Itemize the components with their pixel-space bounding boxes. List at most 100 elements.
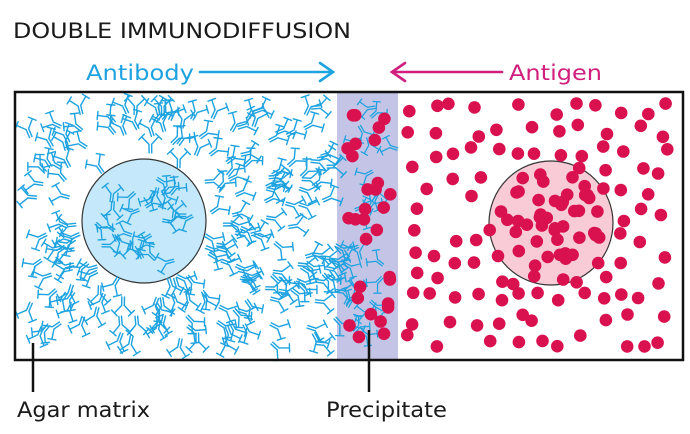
antigen-particle xyxy=(383,273,397,286)
antigen-particle xyxy=(429,126,443,140)
antibody-molecule xyxy=(100,200,124,221)
antibody-molecule xyxy=(185,274,206,296)
antibody-molecule xyxy=(239,270,262,294)
antibody-molecule xyxy=(82,306,107,329)
antigen-particle xyxy=(406,286,420,300)
antigen-particle xyxy=(431,271,444,285)
antigen-particle xyxy=(512,185,525,198)
antibody-molecule xyxy=(300,264,322,285)
antigen-particle xyxy=(553,125,566,138)
antibody-molecule xyxy=(225,144,247,165)
antigen-particle xyxy=(556,273,570,286)
antibody-molecule xyxy=(166,337,190,360)
antibody-molecule xyxy=(125,315,150,337)
antigen-particle xyxy=(377,201,391,214)
antibody-molecule xyxy=(157,188,179,210)
antigen-particle xyxy=(631,291,645,305)
antibody-molecule xyxy=(170,125,191,146)
antibody-molecule xyxy=(154,252,175,275)
antigen-particle xyxy=(589,99,602,112)
antibody-molecule xyxy=(51,121,74,144)
antibody-molecule xyxy=(250,219,272,243)
antigen-particle xyxy=(516,308,529,322)
antigen-particle xyxy=(431,99,444,113)
antibody-molecule xyxy=(246,105,270,128)
antibody-molecule xyxy=(189,134,213,157)
antibody-molecule xyxy=(54,236,77,258)
antigen-particle xyxy=(634,202,648,216)
antibody-label: Antibody xyxy=(86,61,194,85)
antigen-particle xyxy=(661,143,674,156)
antigen-particle xyxy=(467,256,481,269)
antibody-molecule xyxy=(353,302,373,325)
antigen-particle xyxy=(621,308,634,321)
antibody-molecule xyxy=(208,136,230,157)
antigen-particle xyxy=(551,339,564,353)
antibody-molecule xyxy=(198,119,220,140)
antigen-particle xyxy=(596,140,610,153)
antibody-molecules xyxy=(14,92,399,362)
antibody-molecule xyxy=(227,110,250,133)
antigen-particle xyxy=(599,313,613,327)
antigen-particle xyxy=(381,297,395,310)
diagram-title: DOUBLE IMMUNODIFFUSION xyxy=(13,19,351,43)
antigen-particle xyxy=(446,172,460,186)
antigen-particle xyxy=(571,118,585,132)
antibody-molecule xyxy=(328,249,350,274)
antigen-particle xyxy=(572,161,586,175)
antigen-particle xyxy=(472,130,486,143)
antibody-molecule xyxy=(365,276,384,294)
antibody-molecule xyxy=(33,147,54,169)
antibody-molecule xyxy=(51,129,75,151)
antibody-molecule xyxy=(218,301,240,324)
antibody-molecule xyxy=(144,190,165,210)
antibody-molecule xyxy=(84,152,105,174)
antigen-particle xyxy=(472,287,485,301)
antibody-molecule xyxy=(53,239,75,264)
antibody-molecule xyxy=(46,210,69,233)
antigen-particle xyxy=(410,202,424,215)
antigen-particle xyxy=(658,251,672,264)
antibody-molecule xyxy=(226,321,248,343)
antibody-molecule xyxy=(239,222,262,245)
antibody-molecule xyxy=(304,260,326,281)
antigen-particle xyxy=(512,335,526,349)
antigen-particle xyxy=(469,233,483,247)
agar-slab xyxy=(13,90,685,362)
antigen-particle xyxy=(465,189,478,203)
antigen-particle xyxy=(501,213,514,227)
antigen-particle xyxy=(483,223,497,237)
antibody-molecule xyxy=(244,97,266,120)
antibody-molecule xyxy=(76,266,99,289)
antigen-particle xyxy=(548,222,562,235)
antigen-particle xyxy=(516,171,529,185)
antibody-molecule xyxy=(329,253,352,277)
antibody-molecule xyxy=(275,116,297,140)
antibody-molecule xyxy=(136,115,161,138)
antigen-particle xyxy=(641,188,655,201)
antibody-molecule xyxy=(166,293,189,315)
antibody-molecule xyxy=(298,196,321,220)
antigen-particle xyxy=(620,340,634,353)
antibody-molecule xyxy=(228,162,250,185)
antigen-particle xyxy=(597,182,610,195)
antibody-molecule xyxy=(66,129,88,151)
antibody-molecule xyxy=(34,126,56,148)
antigen-particle xyxy=(614,106,628,120)
antibody-molecule xyxy=(25,326,49,348)
antibody-molecule xyxy=(268,164,290,189)
antigen-particle xyxy=(633,235,647,249)
antigen-particle xyxy=(364,307,378,321)
antigen-particle xyxy=(614,183,628,197)
antigen-particle xyxy=(448,291,462,304)
antigen-particle xyxy=(446,147,460,161)
antigen-particle xyxy=(448,256,462,270)
antibody-molecule xyxy=(365,248,385,267)
antibody-molecule xyxy=(27,153,47,174)
antibody-molecule xyxy=(204,232,226,253)
antigen-particle xyxy=(591,256,605,270)
antigen-particle xyxy=(520,218,534,231)
antibody-molecule xyxy=(138,133,163,154)
antigen-particle xyxy=(554,149,568,162)
antibody-molecule xyxy=(325,273,347,294)
